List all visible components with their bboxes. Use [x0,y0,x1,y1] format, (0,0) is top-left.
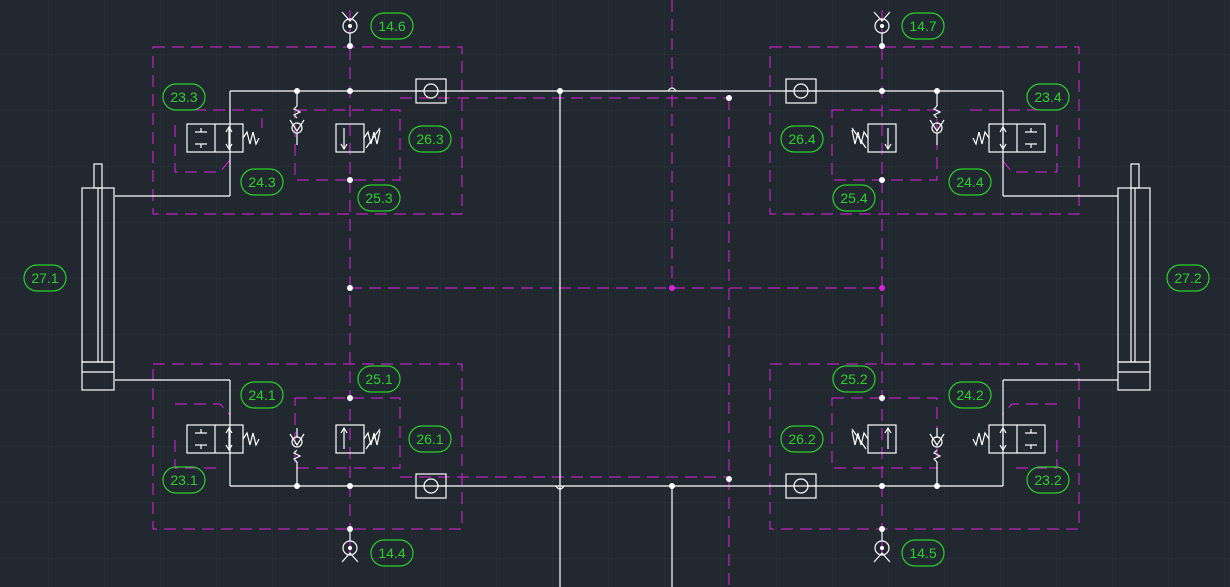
tag-26-2: 26.2 [780,425,824,453]
svg-text:24.1: 24.1 [248,387,275,403]
svg-text:23.2: 23.2 [1034,472,1061,488]
svg-text:26.3: 26.3 [416,131,443,147]
tag-27-2: 27.2 [1166,264,1210,292]
svg-text:25.4: 25.4 [840,190,867,206]
svg-text:14.6: 14.6 [378,18,405,34]
svg-text:27.2: 27.2 [1174,270,1201,286]
svg-text:23.1: 23.1 [170,472,197,488]
tag-25-4: 25.4 [832,184,876,212]
svg-text:26.2: 26.2 [788,431,815,447]
component-tags: 14.6 14.7 14.4 14.5 23.3 23.4 23.1 23.2 [23,12,1210,567]
tag-23-3: 23.3 [162,83,206,111]
svg-text:25.3: 25.3 [365,190,392,206]
svg-text:27.1: 27.1 [31,270,58,286]
cylinder-right [1117,163,1151,391]
tag-25-3: 25.3 [357,184,401,212]
tag-14-5: 14.5 [901,539,945,567]
relief-valves [335,123,897,454]
cylinder-left [81,163,115,391]
tag-23-2: 23.2 [1026,466,1070,494]
svg-text:26.4: 26.4 [788,131,815,147]
tag-24-2: 24.2 [948,381,992,409]
tag-25-1: 25.1 [357,365,401,393]
svg-text:14.7: 14.7 [909,18,936,34]
svg-text:25.1: 25.1 [365,371,392,387]
tag-26-1: 26.1 [408,425,452,453]
svg-text:24.4: 24.4 [956,174,983,190]
test-couplings [341,11,891,563]
svg-text:14.5: 14.5 [909,545,936,561]
cylinders [81,163,1151,391]
tag-24-1: 24.1 [240,381,284,409]
check-valves [289,91,945,486]
shuttle-valves [415,78,817,499]
hydraulic-lines [115,87,1118,587]
svg-text:23.3: 23.3 [170,89,197,105]
tag-14-4: 14.4 [370,539,414,567]
tag-14-7: 14.7 [901,12,945,40]
tag-23-4: 23.4 [1026,83,1070,111]
svg-text:14.4: 14.4 [378,545,405,561]
tag-26-3: 26.3 [408,125,452,153]
tag-25-2: 25.2 [832,365,876,393]
tag-14-6: 14.6 [370,12,414,40]
svg-text:24.3: 24.3 [248,174,275,190]
svg-text:25.2: 25.2 [840,371,867,387]
tag-24-4: 24.4 [948,168,992,196]
tag-27-1: 27.1 [23,264,67,292]
directional-valves [186,123,1046,454]
tag-26-4: 26.4 [780,125,824,153]
svg-text:26.1: 26.1 [416,431,443,447]
tag-23-1: 23.1 [162,466,206,494]
svg-text:24.2: 24.2 [956,387,983,403]
tag-24-3: 24.3 [240,168,284,196]
svg-text:23.4: 23.4 [1034,89,1061,105]
